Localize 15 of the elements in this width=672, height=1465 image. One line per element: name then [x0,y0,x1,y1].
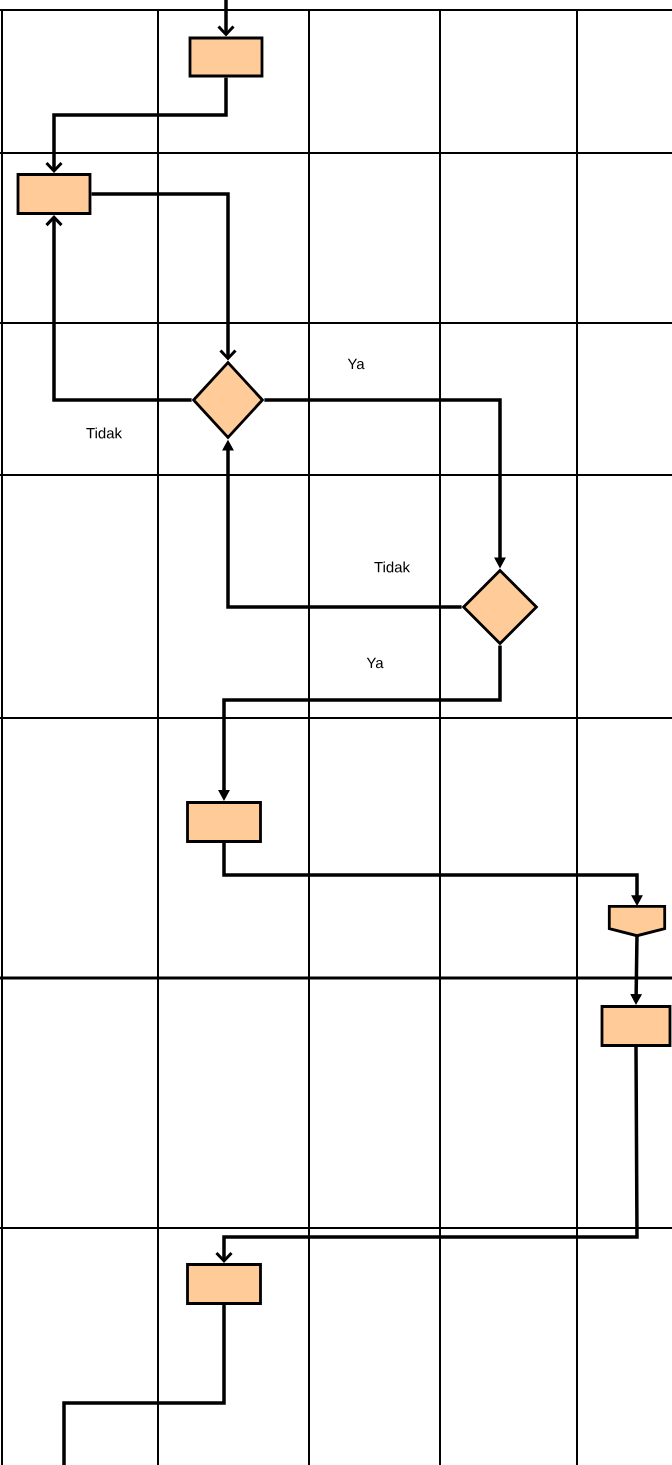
process-box [186,801,262,843]
edge-label: Tidak [372,559,412,575]
arrow [45,77,228,174]
process-box [16,173,92,215]
edge-label: Ya [364,655,386,671]
process-box [600,1005,672,1047]
arrow [217,0,235,37]
arrow [91,192,237,361]
arrow [45,214,192,402]
process-box [188,36,264,78]
off-page-connector [607,904,667,938]
edge-label: Tidak [84,425,124,441]
arrow [215,1046,639,1264]
edge-label: Ya [345,356,367,372]
process-box [186,1263,262,1305]
